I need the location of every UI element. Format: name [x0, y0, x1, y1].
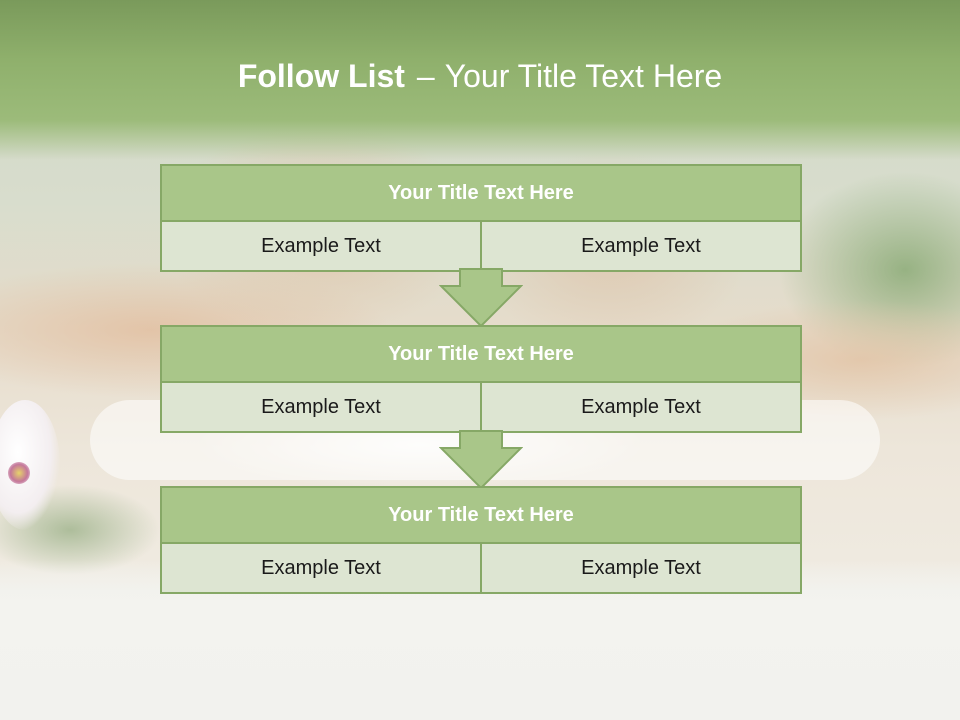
title-dash: – — [416, 57, 435, 94]
block-cell-right: Example Text — [480, 222, 802, 272]
page-title: Follow List – Your Title Text Here — [0, 52, 960, 100]
block-cell-right: Example Text — [480, 383, 802, 433]
block-cell-left: Example Text — [160, 383, 482, 433]
title-rest: Your Title Text Here — [444, 57, 723, 94]
header-band — [0, 0, 960, 160]
block-title: Your Title Text Here — [160, 325, 802, 383]
block-cell-right: Example Text — [480, 544, 802, 594]
block-row: Example Text Example Text — [160, 383, 802, 433]
title-bold: Follow List — [237, 57, 405, 94]
block-title: Your Title Text Here — [160, 164, 802, 222]
block-row: Example Text Example Text — [160, 222, 802, 272]
block-row: Example Text Example Text — [160, 544, 802, 594]
block-cell-left: Example Text — [160, 544, 482, 594]
follow-block-1: Your Title Text Here Example Text Exampl… — [160, 164, 802, 272]
down-arrow-icon — [439, 268, 523, 328]
follow-block-3: Your Title Text Here Example Text Exampl… — [160, 486, 802, 594]
down-arrow-icon — [439, 430, 523, 490]
block-title: Your Title Text Here — [160, 486, 802, 544]
follow-block-2: Your Title Text Here Example Text Exampl… — [160, 325, 802, 433]
orchid-center — [8, 462, 30, 484]
block-cell-left: Example Text — [160, 222, 482, 272]
